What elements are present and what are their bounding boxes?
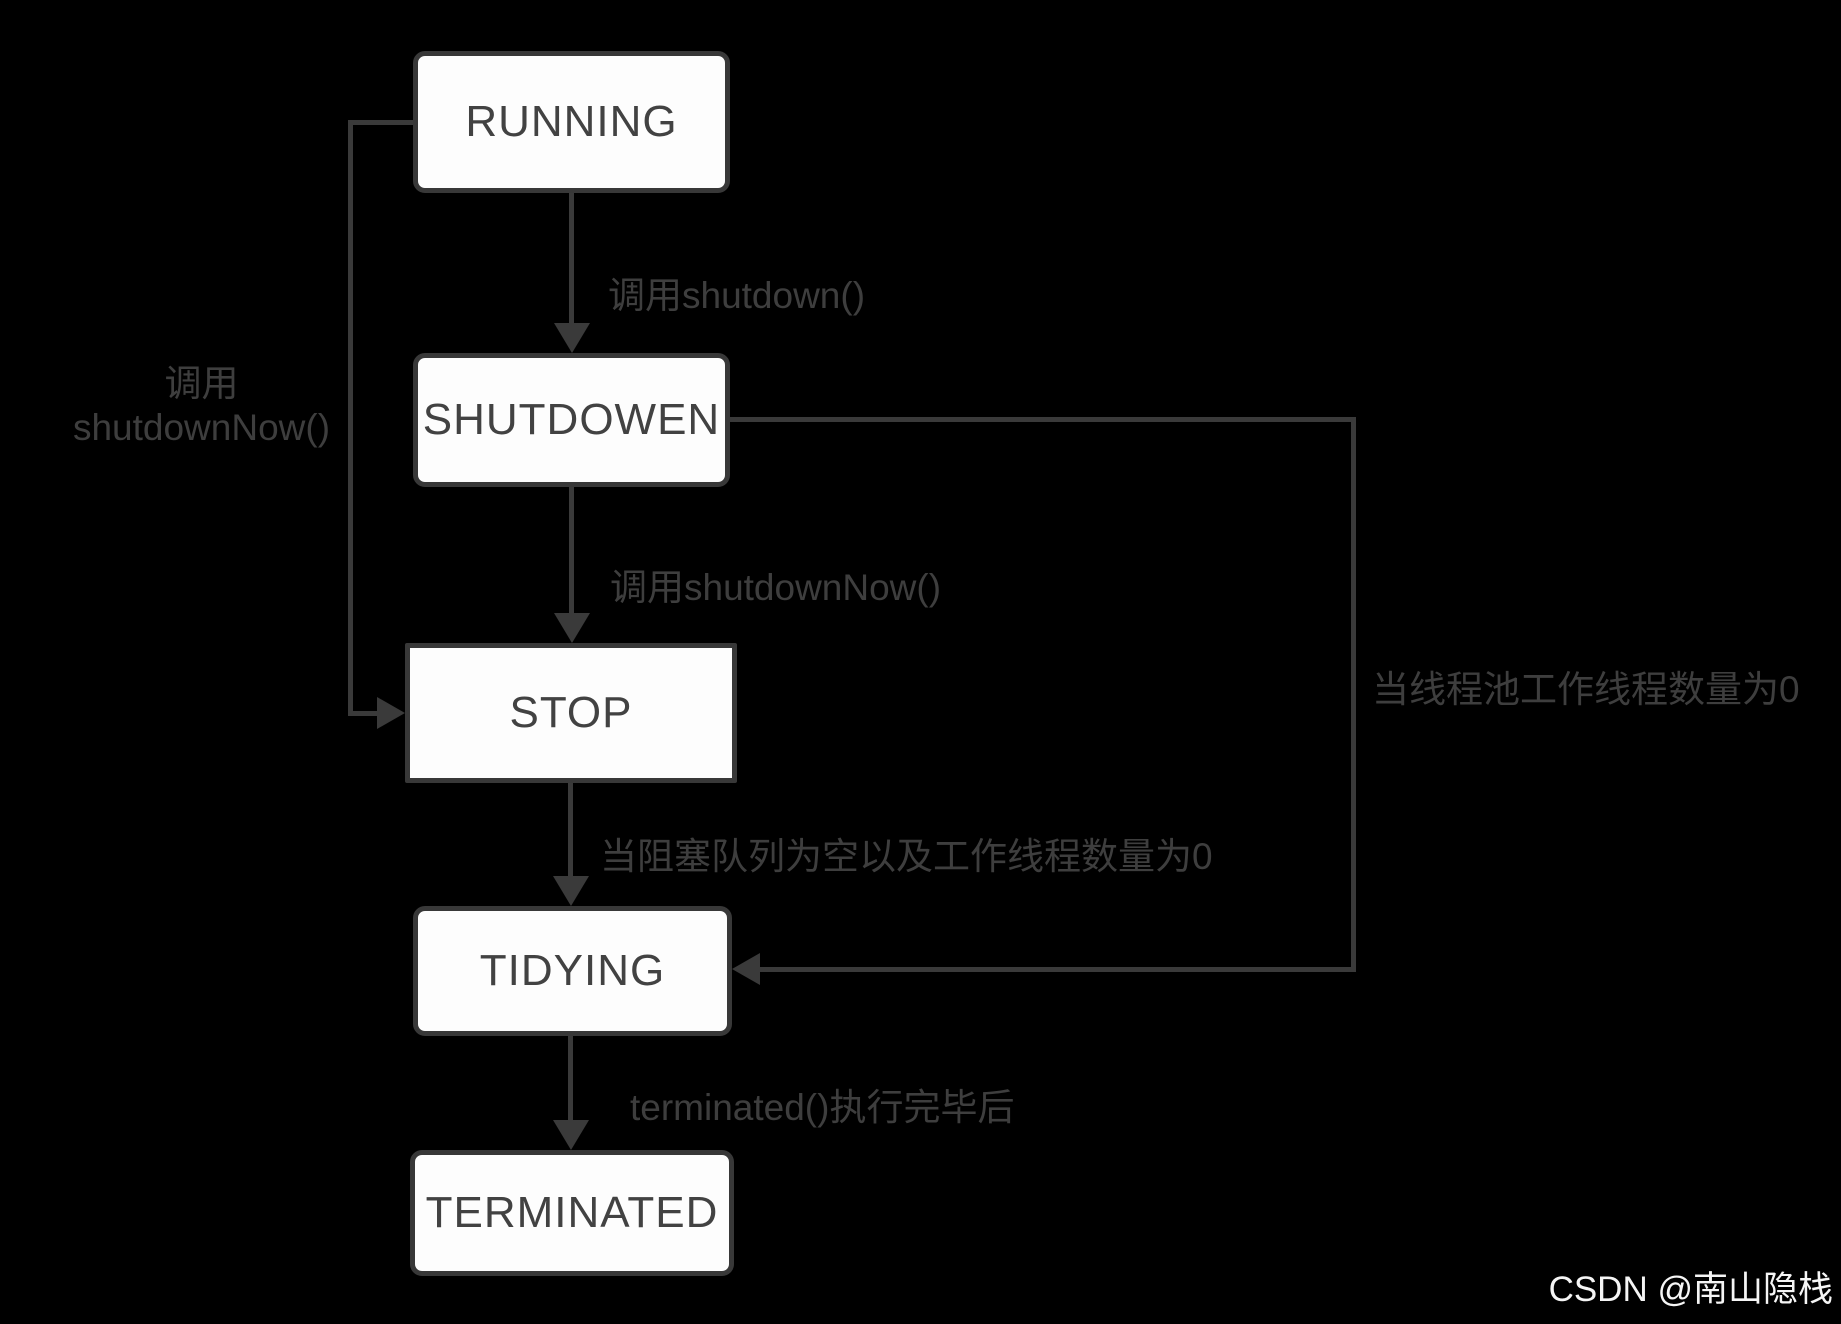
edge-running-stop-label-line2: shutdownNow() <box>72 407 331 448</box>
edge-running-shutdown-label: 调用shutdown() <box>608 275 866 316</box>
edge-stop-tidying-label: 当阻塞队列为空以及工作线程数量为0 <box>600 836 1213 877</box>
node-terminated: TERMINATED <box>410 1150 734 1276</box>
edge-shutdown-tidying-label: 当线程池工作线程数量为0 <box>1372 669 1800 710</box>
edge-running-shutdown-line <box>569 193 574 326</box>
edge-running-stop-label: 调用 shutdownNow() <box>60 362 343 450</box>
arrowhead-down-icon <box>553 876 589 906</box>
edge-running-stop-label-line1: 调用 <box>164 363 239 404</box>
node-running-label: RUNNING <box>465 97 678 146</box>
node-tidying-label: TIDYING <box>479 946 666 995</box>
edge-running-stop-line-h2 <box>348 711 378 716</box>
arrowhead-right-icon <box>377 697 405 729</box>
edge-shutdown-stop-line <box>569 487 574 616</box>
edge-shutdown-tidying-line-h1 <box>730 417 1356 422</box>
node-stop-label: STOP <box>509 688 633 737</box>
node-terminated-label: TERMINATED <box>425 1188 719 1237</box>
arrowhead-left-icon <box>732 953 760 985</box>
edge-shutdown-tidying-line-v <box>1351 417 1356 970</box>
node-running: RUNNING <box>413 51 730 193</box>
node-shutdown-label: SHUTDOWEN <box>422 395 721 444</box>
edge-running-stop-line-h1 <box>348 120 413 125</box>
edge-stop-tidying-line <box>568 783 573 879</box>
edge-shutdown-stop-label: 调用shutdownNow() <box>610 567 942 608</box>
arrowhead-down-icon <box>554 323 590 353</box>
edge-tidying-terminated-line <box>568 1036 573 1123</box>
edge-shutdown-tidying-line-h2 <box>760 967 1356 972</box>
node-tidying: TIDYING <box>413 906 732 1036</box>
edge-tidying-terminated-label: terminated()执行完毕后 <box>630 1087 1015 1128</box>
arrowhead-down-icon <box>553 1120 589 1150</box>
node-stop: STOP <box>405 643 737 783</box>
node-shutdown: SHUTDOWEN <box>413 353 730 487</box>
arrowhead-down-icon <box>554 613 590 643</box>
edge-running-stop-line-v <box>348 120 353 713</box>
watermark: CSDN @南山隐栈 <box>1548 1270 1833 1309</box>
